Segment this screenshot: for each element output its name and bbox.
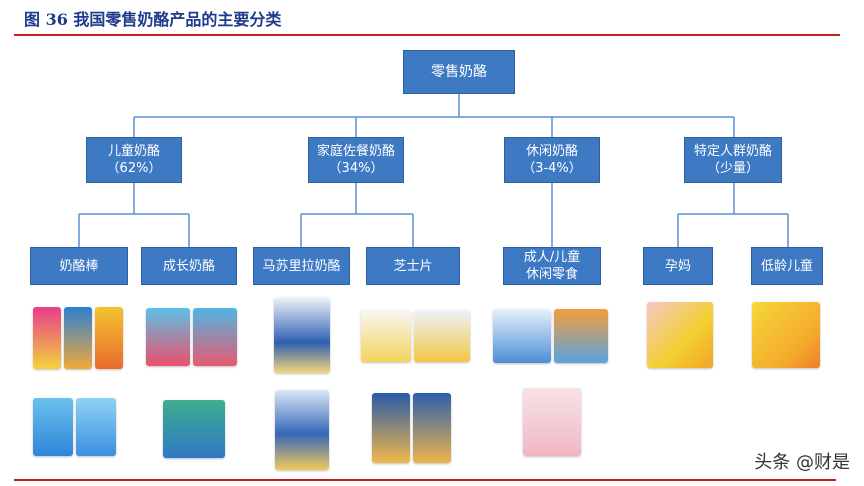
category-share: （62%） xyxy=(106,161,162,176)
sub-label: 芝士片 xyxy=(393,258,433,274)
sub-label: 孕妈 xyxy=(664,258,691,274)
watermark: 头条 @财是 xyxy=(754,452,850,473)
sub-label: 成人/儿童 xyxy=(523,250,581,265)
product-image-leisure-2 xyxy=(523,388,581,456)
sub-adult-children-snack: 成人/儿童 休闲零食 xyxy=(503,247,601,285)
sub-cheese-stick: 奶酪棒 xyxy=(30,247,128,285)
category-leisure: 休闲奶酪 （3-4%） xyxy=(504,137,600,183)
product-image-cheese-stick-2 xyxy=(33,398,116,456)
product-image-mozzarella-2 xyxy=(275,390,329,470)
sub-cheese-slice: 芝士片 xyxy=(366,247,460,285)
product-image-growth-1 xyxy=(146,308,237,366)
product-image-pregnant xyxy=(647,302,713,368)
product-image-cheese-stick-1 xyxy=(33,307,123,369)
bottom-rule xyxy=(14,479,836,481)
sub-mozzarella: 马苏里拉奶酪 xyxy=(253,247,350,285)
category-name: 儿童奶酪 xyxy=(107,144,160,159)
sub-label: 低龄儿童 xyxy=(760,258,813,274)
product-image-cheese-slice-1 xyxy=(361,310,470,362)
product-image-mozzarella-1 xyxy=(274,297,330,373)
category-name: 特定人群奶酪 xyxy=(693,144,772,159)
sub-growth-cheese: 成长奶酪 xyxy=(141,247,237,285)
category-name: 家庭佐餐奶酪 xyxy=(316,144,395,159)
figure-title: 图 36 我国零售奶酪产品的主要分类 xyxy=(24,10,282,29)
category-family: 家庭佐餐奶酪 （34%） xyxy=(308,137,404,183)
root-label: 零售奶酪 xyxy=(431,63,487,80)
product-image-cheese-slice-2 xyxy=(372,393,451,463)
sub-young-children: 低龄儿童 xyxy=(751,247,823,285)
product-image-leisure-1 xyxy=(493,309,608,363)
product-image-growth-2 xyxy=(163,400,225,458)
sub-pregnant: 孕妈 xyxy=(643,247,713,285)
category-share: （34%） xyxy=(328,161,384,176)
sub-label: 成长奶酪 xyxy=(162,258,215,274)
sub-label: 奶酪棒 xyxy=(59,258,99,274)
category-specific-groups: 特定人群奶酪 （少量） xyxy=(684,137,782,183)
sub-label: 马苏里拉奶酪 xyxy=(262,258,341,274)
category-children: 儿童奶酪 （62%） xyxy=(86,137,182,183)
sub-label: 休闲零食 xyxy=(525,267,578,282)
category-name: 休闲奶酪 xyxy=(525,144,578,159)
top-rule xyxy=(14,34,840,36)
product-image-young-children xyxy=(752,302,820,368)
category-share: （3-4%） xyxy=(522,161,582,176)
root-node: 零售奶酪 xyxy=(403,50,515,94)
category-share: （少量） xyxy=(706,161,759,176)
